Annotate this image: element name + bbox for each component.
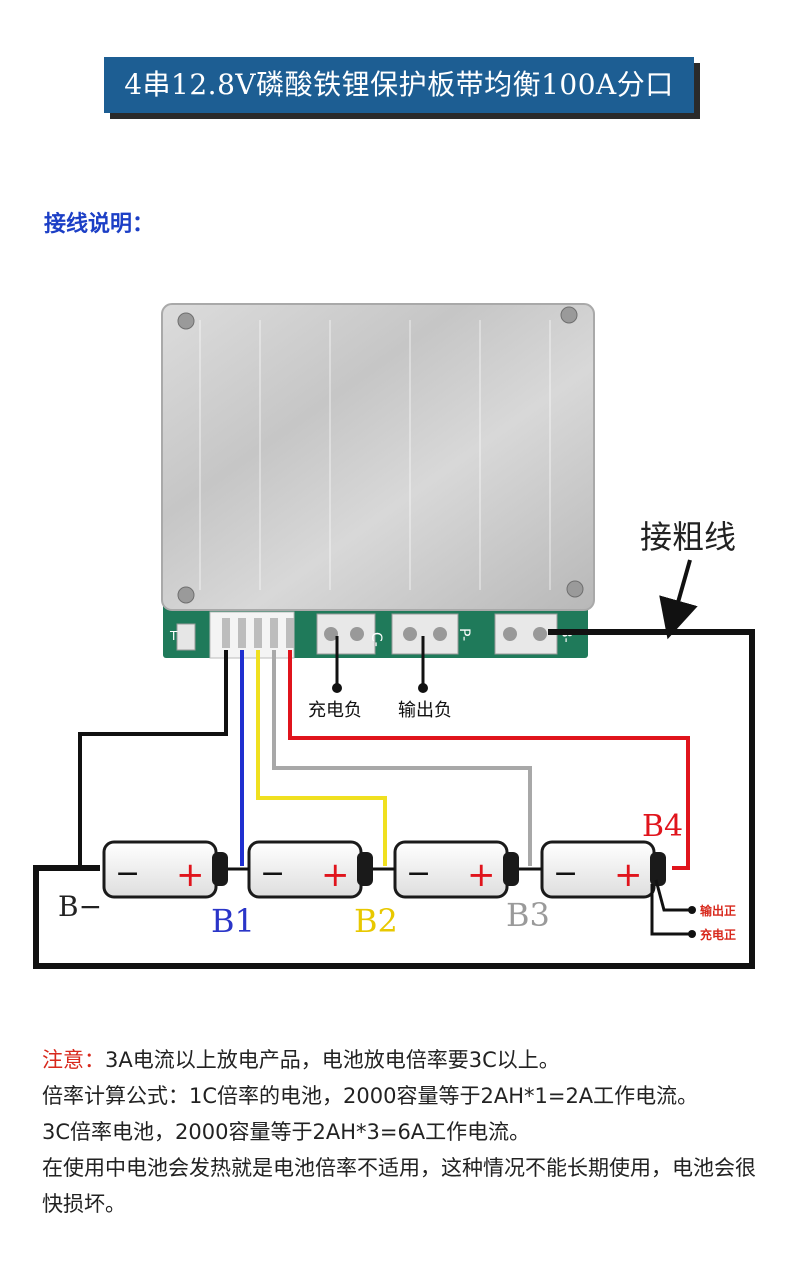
wiring-diagram: T C- P- B- 充电负 输出负 接粗线 − + bbox=[33, 303, 755, 969]
port-c-label: C- bbox=[368, 632, 384, 647]
note-line-3: 3C倍率电池，2000容量等于2AH*3=6A工作电流。 bbox=[42, 1120, 531, 1144]
terminal-p bbox=[391, 613, 459, 655]
b4-balance-wire bbox=[288, 650, 690, 870]
battery-cell-3: − + bbox=[393, 840, 519, 899]
charge-positive-label: 充电正 bbox=[700, 927, 736, 942]
note-text-1: 3A电流以上放电产品，电池放电倍率要3C以上。 bbox=[105, 1048, 560, 1072]
b-minus-balance-wire bbox=[78, 650, 228, 866]
cell-plus-symbol: + bbox=[321, 855, 350, 895]
callout-thick-wire: 接粗线 bbox=[640, 518, 736, 556]
output-positive-label: 输出正 bbox=[700, 903, 736, 918]
b3-label: B3 bbox=[506, 896, 550, 934]
aluminum-heatsink bbox=[161, 303, 595, 611]
heatsink-brush-texture bbox=[199, 320, 551, 590]
output-negative-label: 输出负 bbox=[398, 700, 452, 721]
cell-minus-symbol: − bbox=[260, 856, 285, 891]
note-line-2: 倍率计算公式：1C倍率的电池，2000容量等于2AH*1=2A工作电流。 bbox=[42, 1084, 699, 1108]
b3-balance-wire bbox=[272, 650, 532, 866]
port-p-label: P- bbox=[456, 628, 472, 641]
cell-plus-symbol: + bbox=[176, 855, 205, 895]
terminal-b bbox=[494, 613, 558, 655]
t-label: T bbox=[169, 629, 178, 643]
b2-label: B2 bbox=[354, 902, 398, 940]
battery-cell-4: − + bbox=[540, 840, 666, 899]
cell-minus-symbol: − bbox=[553, 856, 578, 891]
connector-pins bbox=[222, 618, 294, 648]
cell-minus-symbol: − bbox=[406, 856, 431, 891]
note-line-4: 在使用中电池会发热就是电池倍率不适用，这种情况不能长期使用，电池会很快损坏。 bbox=[42, 1156, 756, 1216]
note-label: 注意： bbox=[42, 1048, 105, 1072]
charge-negative-label: 充电负 bbox=[308, 700, 362, 721]
thick-b-minus-wire bbox=[33, 629, 755, 969]
cell-plus-symbol: + bbox=[467, 855, 496, 895]
battery-cell-2: − + bbox=[247, 840, 373, 899]
notes-section: 注意：3A电流以上放电产品，电池放电倍率要3C以上。 倍率计算公式：1C倍率的电… bbox=[42, 1042, 762, 1222]
battery-cell-1: − + bbox=[102, 840, 228, 899]
terminal-c bbox=[316, 613, 376, 655]
b2-balance-wire bbox=[256, 650, 387, 866]
note-line-1: 注意：3A电流以上放电产品，电池放电倍率要3C以上。 bbox=[42, 1042, 762, 1078]
b1-label: B1 bbox=[211, 902, 255, 940]
page-title: 4串12.8V磷酸铁锂保护板带均衡100A分口 bbox=[104, 57, 694, 113]
cell-minus-symbol: − bbox=[115, 856, 140, 891]
cell-plus-symbol: + bbox=[614, 855, 643, 895]
screw-icon bbox=[177, 306, 584, 604]
b4-label: B4 bbox=[642, 809, 683, 844]
b-minus-label: B− bbox=[58, 890, 102, 923]
wiring-instructions-heading: 接线说明： bbox=[44, 212, 155, 237]
